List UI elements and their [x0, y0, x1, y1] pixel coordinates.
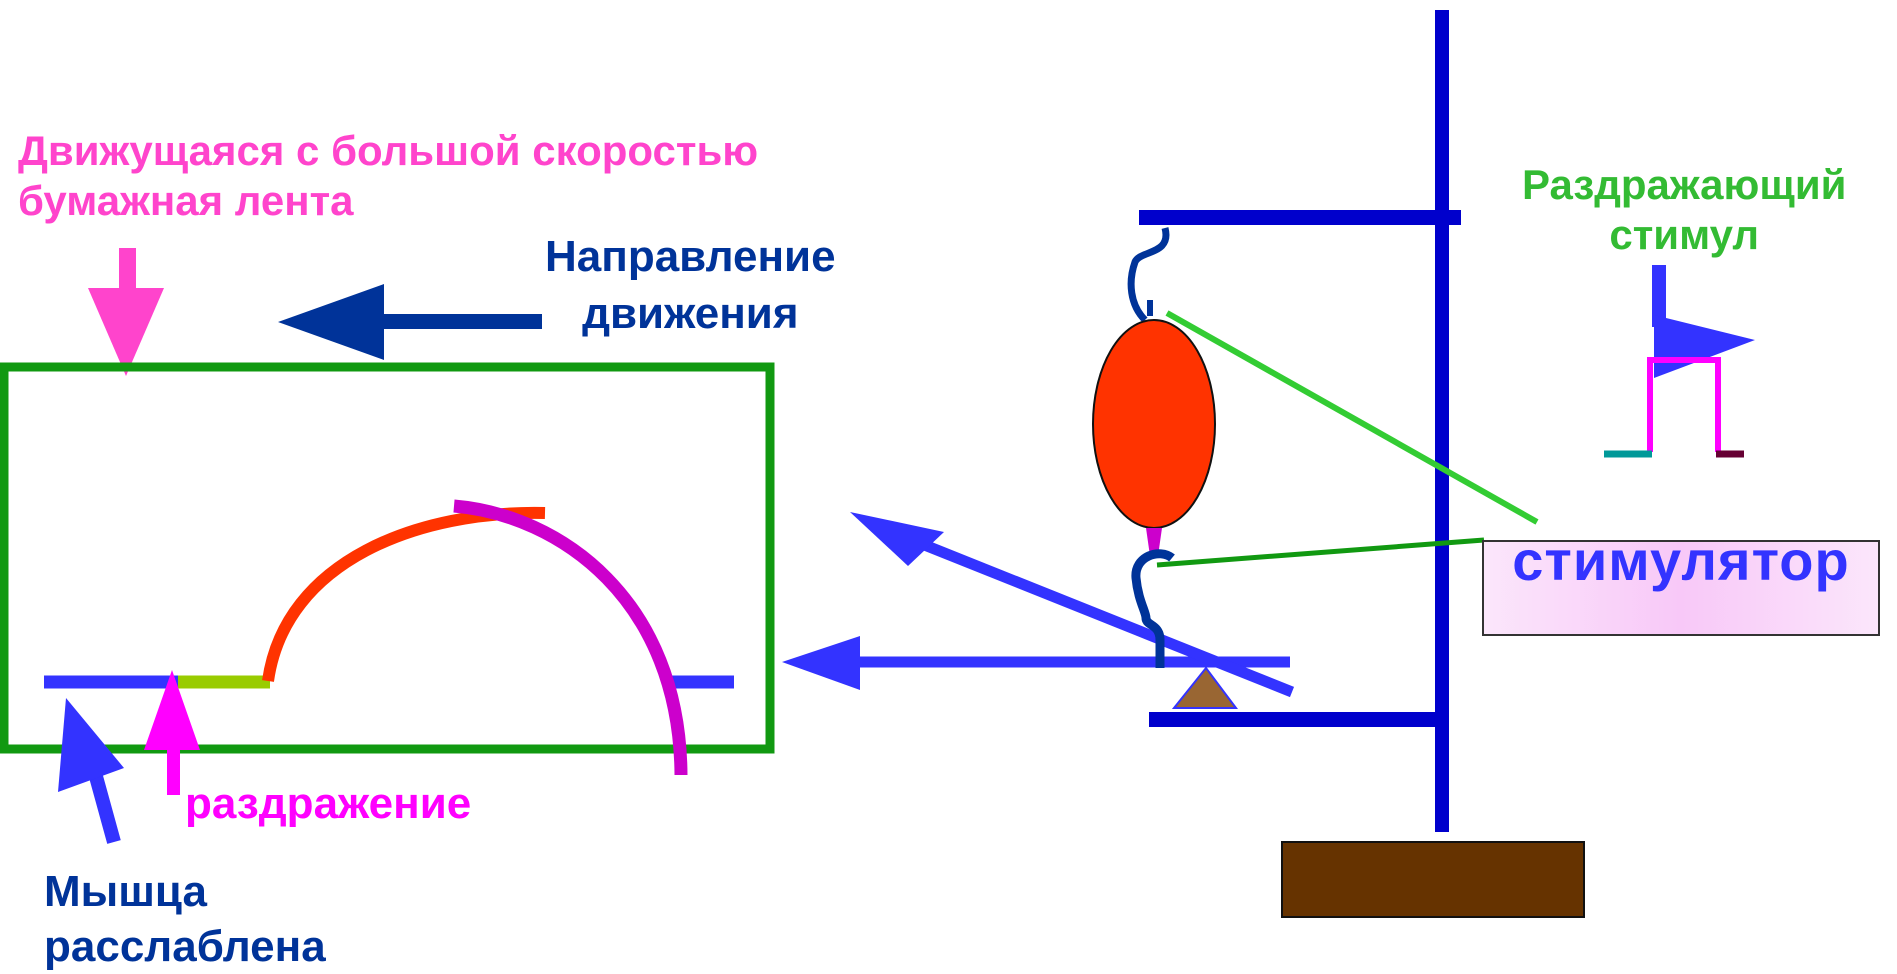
direction-label-line2: движения — [582, 289, 799, 339]
stimulus-label-line1: Раздражающий — [1522, 161, 1847, 208]
direction-label: Направление движения — [545, 228, 836, 342]
stimulus-pulse-icon — [1604, 265, 1755, 458]
stimulator-label: стимулятор — [1512, 529, 1850, 592]
muscle-relaxed-label-line2: расслаблена — [44, 922, 326, 971]
stand-pole — [1435, 10, 1449, 832]
paper-tape-frame — [0, 362, 775, 754]
lower-tendon — [1146, 528, 1162, 556]
muscle-relaxed-label: Мышца расслаблена — [44, 864, 326, 974]
electrode-wire-lower — [1156, 537, 1485, 568]
stand-base — [1281, 841, 1585, 918]
paper-tape-label-line1: Движущаяся с большой скоростью — [18, 127, 759, 174]
upper-hook — [1127, 227, 1170, 323]
direction-label-line1: Направление — [545, 232, 836, 281]
contraction-curve — [262, 506, 546, 682]
irritation-arrow — [144, 670, 200, 795]
muscle-relaxed-arrow — [58, 698, 124, 844]
stand-top-arm — [1139, 210, 1461, 225]
paper-tape-label: Движущаяся с большой скоростью бумажная … — [18, 126, 758, 227]
paper-tape-label-line2: бумажная лента — [18, 177, 354, 225]
stand-bottom-arm — [1149, 712, 1442, 727]
muscle — [1092, 319, 1216, 529]
stimulus-label-line2: стимул — [1609, 211, 1760, 259]
muscle-relaxed-label-line1: Мышца — [44, 867, 207, 916]
lever-diagonal-arrow — [850, 512, 1295, 698]
paper-pointer-arrow — [88, 248, 164, 376]
lower-hook — [1131, 549, 1175, 668]
electrode-wire-upper — [1165, 310, 1539, 525]
relaxation-curve — [453, 499, 688, 776]
direction-arrow — [278, 284, 542, 360]
irritation-label: раздражение — [185, 779, 472, 828]
stimulus-label: Раздражающий стимул — [1522, 160, 1846, 261]
lever-fulcrum — [1171, 666, 1238, 709]
stimulator-box: стимулятор — [1482, 531, 1880, 636]
